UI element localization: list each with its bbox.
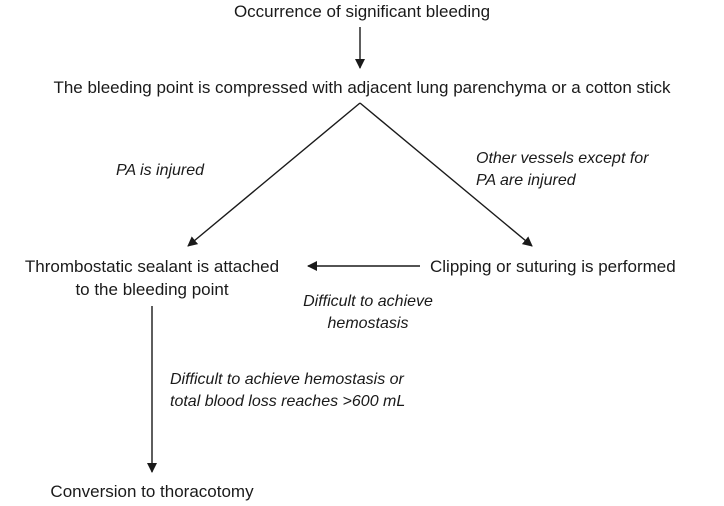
label-difficult-long-line2: total blood loss reaches >600 mL — [170, 393, 406, 410]
label-difficult-short-line1: Difficult to achieve — [303, 293, 433, 310]
node-sealant-line2: to the bleeding point — [75, 280, 229, 299]
node-clipping: Clipping or suturing is performed — [430, 257, 676, 276]
node-compress: The bleeding point is compressed with ad… — [53, 78, 671, 97]
label-pa-injured: PA is injured — [116, 162, 205, 179]
arrow-compress-to-sealant — [187, 102, 361, 247]
node-start: Occurrence of significant bleeding — [233, 2, 491, 21]
node-sealant-line1: Thrombostatic sealant is attached — [24, 257, 280, 276]
label-difficult-long-line1: Difficult to achieve hemostasis or — [170, 371, 404, 388]
label-other-vessels-line2: PA are injured — [476, 172, 576, 189]
label-other-vessels: Other vessels except for PA are injured — [476, 148, 649, 192]
label-difficult-short: Difficult to achieve hemostasis — [270, 291, 466, 335]
node-sealant: Thrombostatic sealant is attached to the… — [0, 255, 304, 301]
label-other-vessels-line1: Other vessels except for — [476, 150, 649, 167]
label-difficult-long: Difficult to achieve hemostasis or total… — [170, 369, 405, 413]
label-difficult-short-line2: hemostasis — [327, 315, 409, 332]
node-thoracotomy: Conversion to thoracotomy — [50, 482, 254, 501]
arrow-compress-to-clipping — [359, 102, 533, 247]
